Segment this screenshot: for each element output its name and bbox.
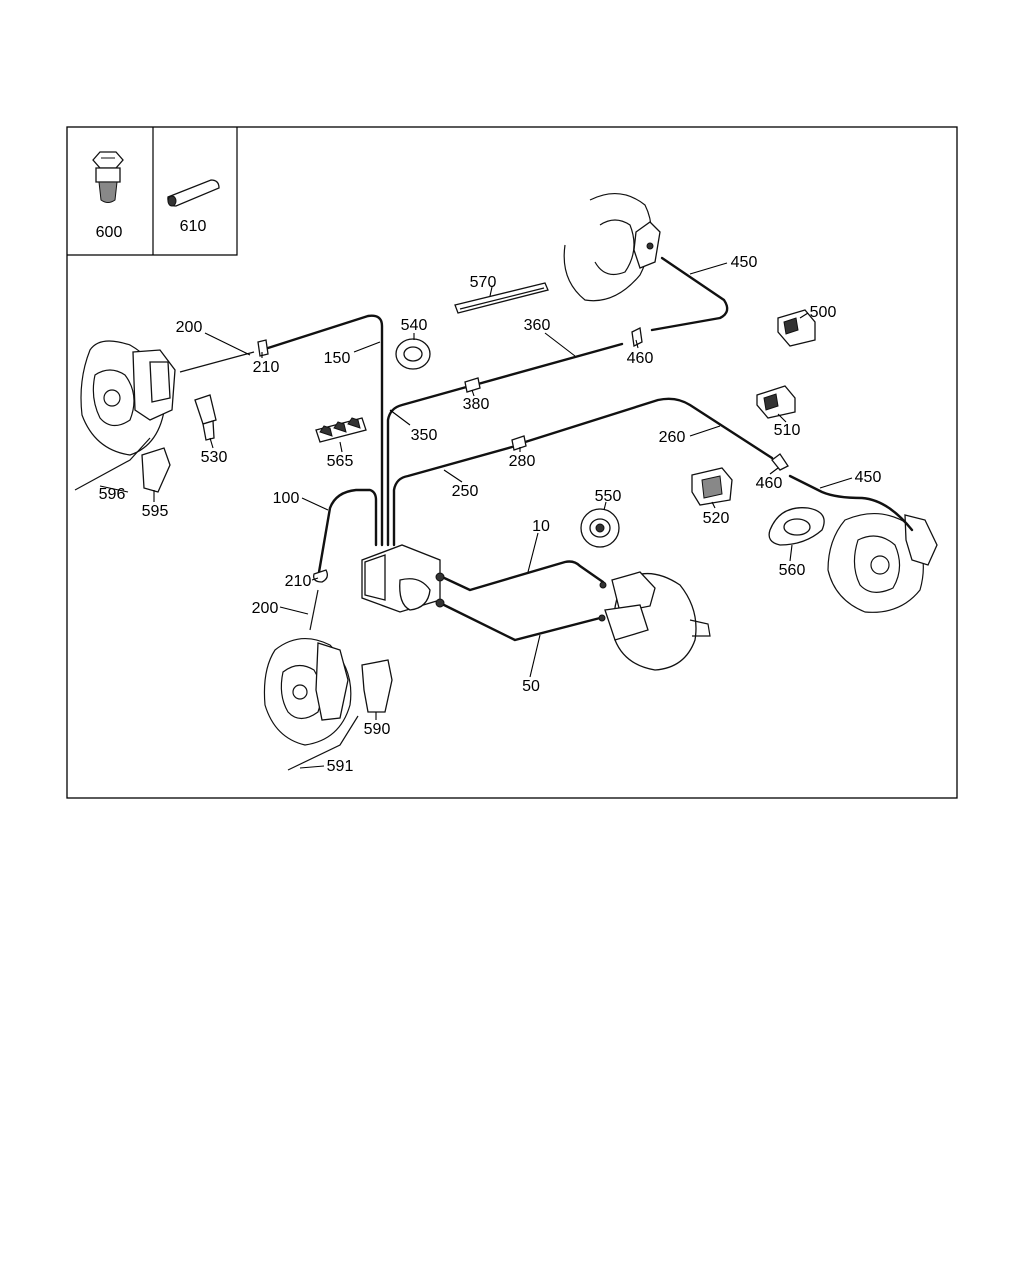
label-350: 350 [411,427,438,444]
label-600: 600 [96,224,123,241]
hydraulic-unit[interactable] [361,544,445,613]
bleeder-screw-600[interactable] [92,151,124,203]
grommet-540[interactable] [395,338,431,370]
label-590: 590 [364,721,391,738]
label-260: 260 [659,429,686,446]
label-610: 610 [180,218,207,235]
label-540: 540 [401,317,428,334]
label-280: 280 [509,453,536,470]
label-460-lower: 460 [756,475,783,492]
label-100: 100 [273,490,300,507]
label-360: 360 [524,317,551,334]
connector-380[interactable] [464,377,481,393]
label-500: 500 [810,304,837,321]
inset-panel [67,127,238,256]
leader-lines [99,262,853,769]
connector-280[interactable] [511,435,527,451]
sensor-595[interactable] [141,447,171,493]
label-380: 380 [463,396,490,413]
label-510: 510 [774,422,801,439]
part-labels: 450 570 500 200 540 360 210 150 460 380 … [99,254,882,775]
label-200-lower: 200 [252,600,279,617]
label-10: 10 [532,518,550,535]
bracket-210-upper[interactable] [257,339,269,357]
label-550: 550 [595,488,622,505]
rear-right-brake-disc [563,193,661,302]
label-565: 565 [327,453,354,470]
label-520: 520 [703,510,730,527]
strip-570[interactable] [454,282,549,314]
label-595: 595 [142,503,169,520]
label-150: 150 [324,350,351,367]
label-596: 596 [99,486,126,503]
bracket-210-lower[interactable] [313,569,328,583]
label-530: 530 [201,449,228,466]
label-450-lower: 450 [855,469,882,486]
label-591: 591 [327,758,354,775]
clip-520[interactable] [691,467,733,506]
label-50: 50 [522,678,540,695]
sleeve-610[interactable] [167,179,220,207]
label-210-upper: 210 [253,359,280,376]
bracket-460-upper[interactable] [631,327,643,347]
label-200-upper: 200 [176,319,203,336]
clip-565[interactable] [315,417,367,443]
diagram-frame [66,126,958,799]
front-left-brake-disc [80,340,176,456]
label-460-upper: 460 [627,350,654,367]
rear-left-brake-disc [827,512,938,613]
front-right-brake-disc [263,638,352,746]
bracket-460-lower[interactable] [771,453,789,471]
clip-500[interactable] [777,309,816,347]
sensor-530[interactable] [194,394,217,441]
brake-booster[interactable] [598,571,711,671]
label-210-lower: 210 [285,573,312,590]
cover-560[interactable] [768,507,825,546]
label-570: 570 [470,274,497,291]
clip-510[interactable] [756,385,796,419]
grommet-550[interactable] [580,508,620,548]
label-250: 250 [452,483,479,500]
brake-lines [74,256,914,771]
sensor-590[interactable] [361,659,393,713]
label-560: 560 [779,562,806,579]
label-450-upper: 450 [731,254,758,271]
